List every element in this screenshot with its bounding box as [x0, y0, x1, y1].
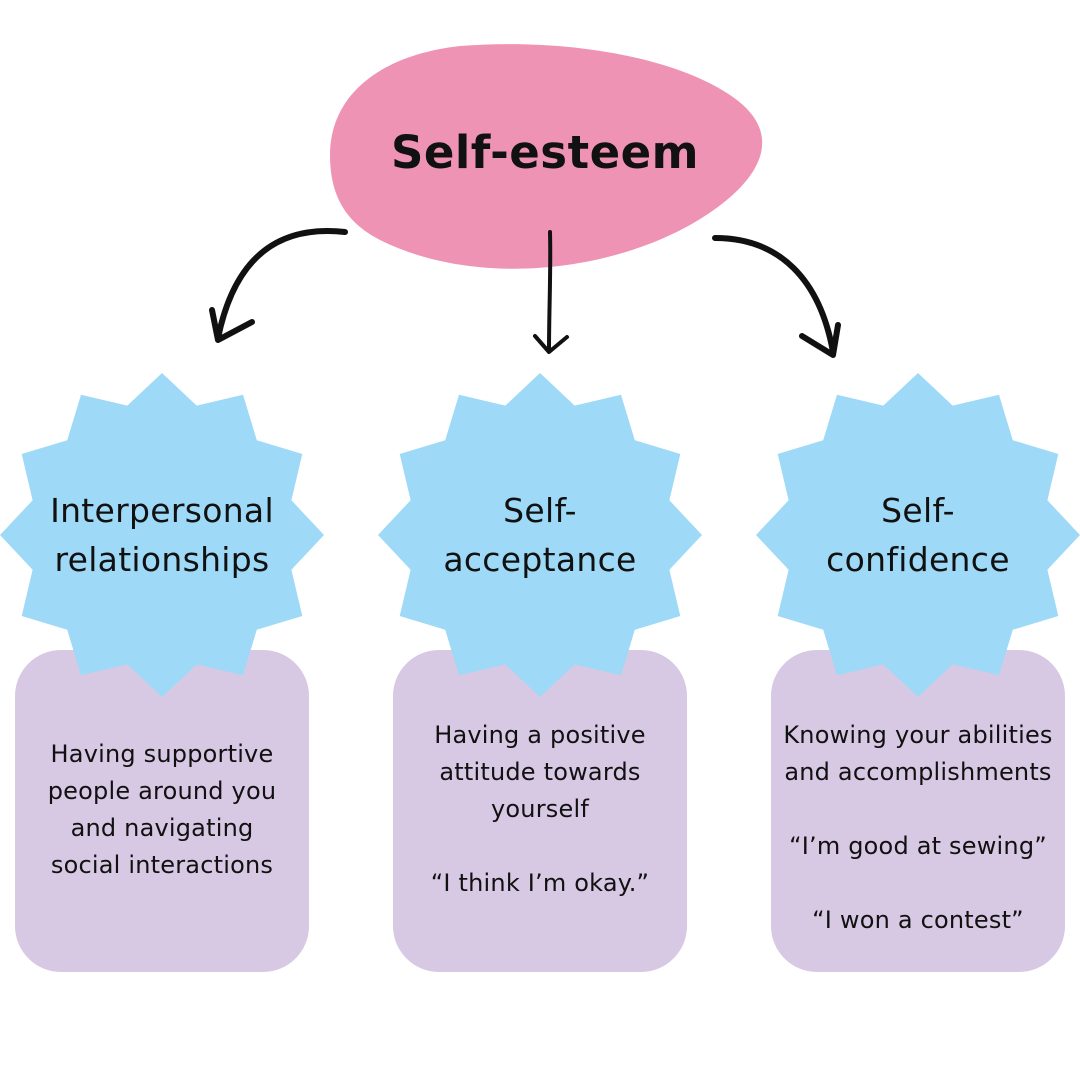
card-self-acceptance	[393, 650, 687, 972]
branch-label-line: confidence	[826, 540, 1010, 579]
branch-label-line: Interpersonal	[50, 491, 274, 530]
branch-label-interpersonal: Interpersonal relationships	[12, 486, 312, 584]
card-line: and accomplishments	[784, 758, 1052, 786]
starburst-self-confidence	[756, 373, 1080, 697]
starburst-interpersonal	[0, 373, 324, 697]
card-interpersonal	[15, 650, 309, 972]
card-text-self-confidence: Knowing your abilities and accomplishmen…	[771, 717, 1065, 939]
diagram-title: Self-esteem	[390, 125, 700, 179]
card-example: “I’m good at sewing”	[789, 832, 1047, 860]
branch-label-line: relationships	[54, 540, 270, 579]
card-text-interpersonal: Having supportive people around you and …	[15, 736, 309, 884]
branch-label-self-confidence: Self- confidence	[768, 486, 1068, 584]
card-line: people around you	[47, 777, 277, 805]
card-line: yourself	[491, 795, 589, 823]
card-example: “I think I’m okay.”	[430, 869, 650, 897]
card-line: Having supportive	[50, 740, 274, 768]
card-line: Having a positive	[434, 721, 646, 749]
card-self-confidence	[771, 650, 1065, 972]
branch-label-line: acceptance	[443, 540, 637, 579]
starburst-self-acceptance	[378, 373, 702, 697]
arrow-middle	[533, 230, 569, 354]
arrow-right	[712, 235, 841, 358]
branch-label-self-acceptance: Self- acceptance	[390, 486, 690, 584]
branch-label-line: Self-	[881, 491, 955, 530]
card-line: and navigating	[70, 814, 254, 842]
card-line: social interactions	[50, 851, 274, 879]
title-blob	[330, 44, 763, 269]
card-example: “I won a contest”	[812, 906, 1024, 934]
card-text-self-acceptance: Having a positive attitude towards yours…	[393, 717, 687, 902]
arrow-left	[209, 228, 348, 343]
card-line: attitude towards	[439, 758, 641, 786]
card-line: Knowing your abilities	[783, 721, 1053, 749]
branch-label-line: Self-	[503, 491, 577, 530]
